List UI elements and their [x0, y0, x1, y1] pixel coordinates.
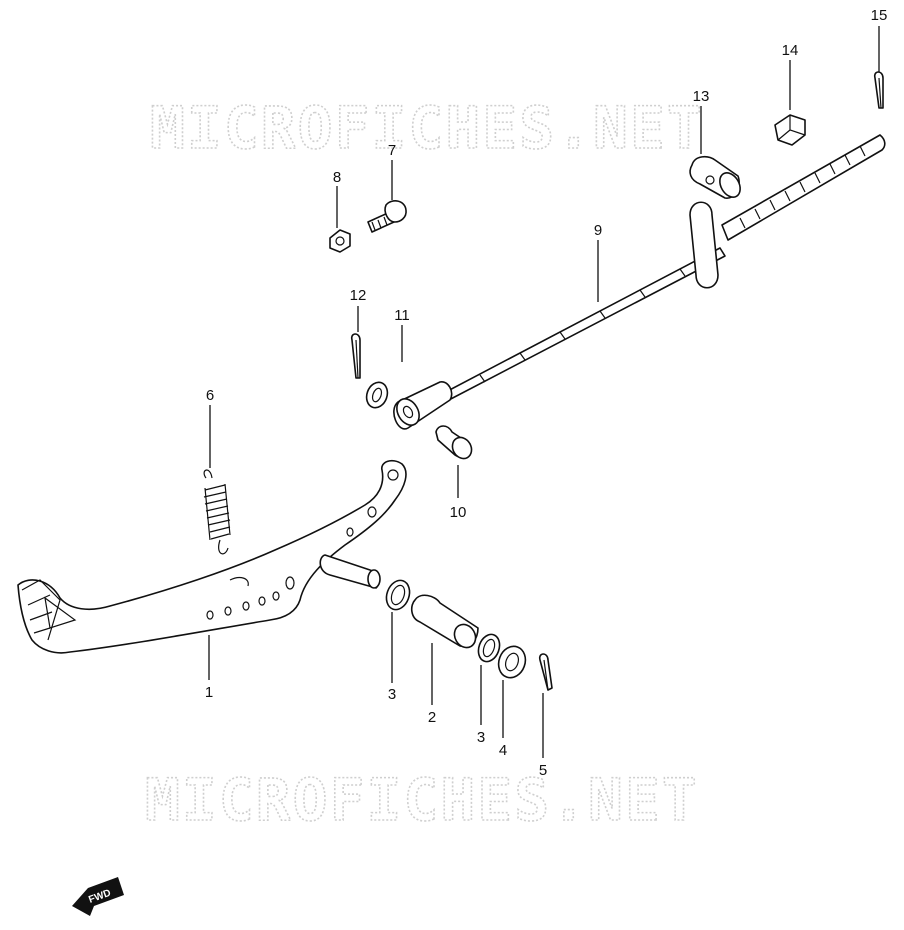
- leader-lines: [208, 26, 880, 758]
- joint-part[interactable]: [689, 155, 744, 201]
- callout-6: 6: [206, 387, 214, 404]
- callout-4: 4: [499, 742, 507, 759]
- cotter-pin-part-12[interactable]: [350, 333, 361, 379]
- washer-part-b[interactable]: [475, 631, 503, 664]
- callout-3b: 3: [477, 729, 485, 746]
- clevis-pin-part[interactable]: [435, 425, 475, 462]
- fwd-arrow-icon: FWD: [72, 877, 124, 916]
- nut-part[interactable]: [329, 229, 351, 253]
- callout-12: 12: [350, 287, 367, 304]
- bolt-part[interactable]: [367, 200, 407, 233]
- watermark-top: MICROFICHES.NET: [150, 94, 704, 162]
- callout-5: 5: [539, 762, 547, 779]
- callout-3a: 3: [388, 686, 396, 703]
- cotter-pin-part-5[interactable]: [538, 653, 553, 691]
- callout-2: 2: [428, 709, 436, 726]
- callout-11: 11: [394, 307, 410, 324]
- bushing-part[interactable]: [410, 594, 480, 651]
- callout-8: 8: [333, 169, 341, 186]
- washer-part-a[interactable]: [383, 577, 414, 613]
- callout-13: 13: [693, 88, 710, 105]
- watermark-bottom: MICROFICHES.NET: [145, 766, 699, 834]
- washer-part-11[interactable]: [363, 379, 391, 410]
- adjusting-nut-part[interactable]: [774, 114, 806, 146]
- cotter-pin-part-15[interactable]: [873, 71, 884, 109]
- spring-part[interactable]: [203, 469, 231, 555]
- callout-7: 7: [388, 142, 396, 159]
- callout-15: 15: [871, 7, 888, 24]
- callout-1: 1: [205, 684, 213, 701]
- washer-part-4[interactable]: [494, 643, 529, 682]
- callout-10: 10: [450, 504, 467, 521]
- callout-14: 14: [782, 42, 799, 59]
- brake-rod-part[interactable]: [392, 134, 886, 430]
- brake-pedal-part[interactable]: [17, 459, 407, 654]
- callout-9: 9: [594, 222, 602, 239]
